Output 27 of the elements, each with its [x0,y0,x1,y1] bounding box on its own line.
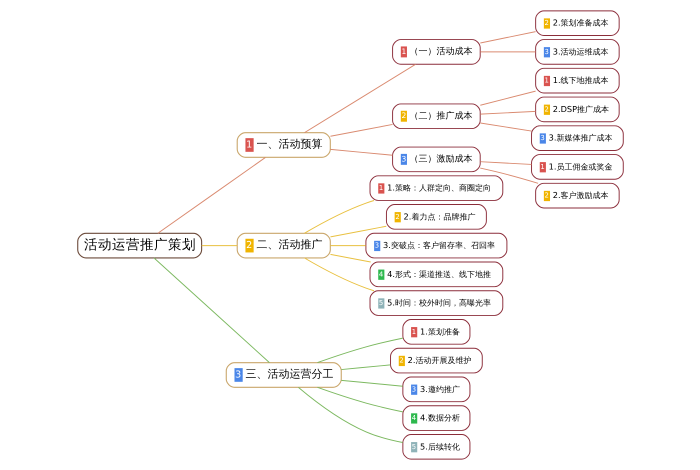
node-box: 2 二、活动推广 [236,232,330,258]
connector [479,110,536,115]
connector [329,226,386,238]
connector [156,156,266,234]
connector [479,31,536,44]
connector [479,161,532,165]
connector [479,122,532,132]
connector [340,364,390,370]
node-box: 活动运营推广策划 [76,232,202,258]
connector [479,168,538,184]
connector [329,124,392,137]
connector [316,338,403,364]
connector [200,245,238,246]
connector [479,90,536,106]
connector [304,200,374,234]
connector [304,64,416,134]
connector [329,254,371,262]
node-box: 1 一、活动预算 [236,132,330,158]
connector [340,380,403,387]
connector [329,148,392,156]
connector [479,51,536,52]
connector [297,386,403,443]
node-box: 3 三、活动运营分工 [225,362,342,388]
connector [329,245,366,246]
connector [316,386,403,412]
connector [153,258,270,364]
connector [304,258,374,292]
